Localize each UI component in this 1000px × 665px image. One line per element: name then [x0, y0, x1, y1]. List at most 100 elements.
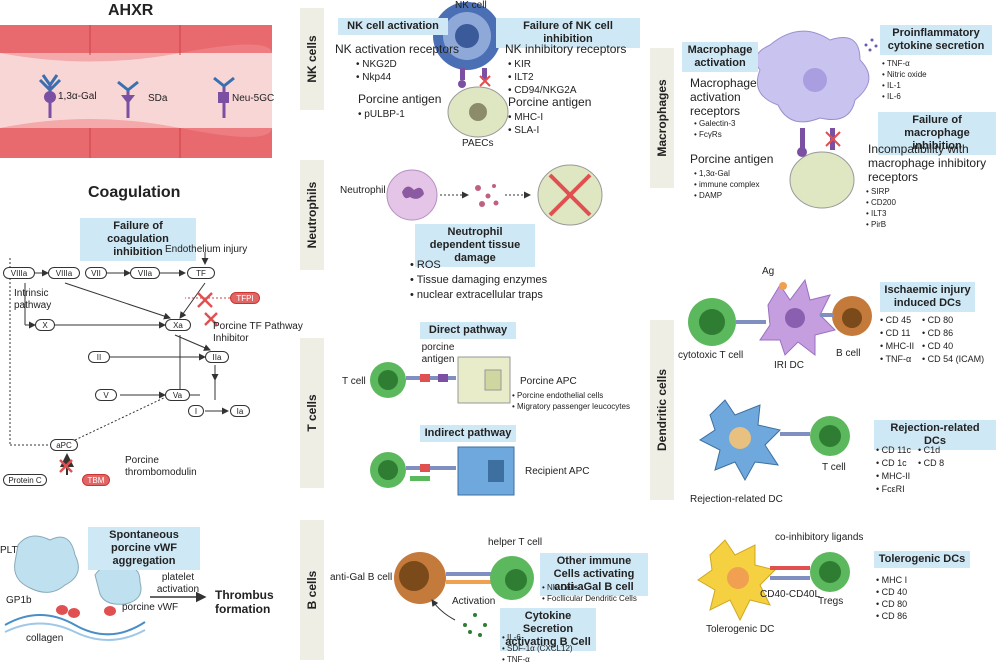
tfpi-label: Porcine TF Pathway Inhibitor: [213, 321, 303, 344]
node-viiia-2: VIIIa: [48, 267, 80, 279]
node-tf: TF: [187, 267, 215, 279]
neutrophil-list: ROSTissue damaging enzymesnuclear extrac…: [410, 258, 547, 303]
neu5gc-antigen-icon: [213, 76, 235, 118]
rejection-t-cell-label: T cell: [822, 462, 846, 473]
nk-activation-box: NK cell activation: [338, 18, 448, 35]
coagulation-arrows: [9, 252, 230, 475]
nk-left-antigen-list: pULBP-1: [358, 108, 405, 121]
ischaemic-list-2: CD 80CD 86CD 40CD 54 (ICAM): [922, 314, 985, 366]
macrophage-inhibitory-list: SIRPCD200ILT3PirB: [866, 186, 896, 230]
ischaemic-list-1: CD 45CD 11MHC-IITNF-α: [880, 314, 915, 366]
b-cell-label: B cell: [836, 348, 861, 359]
inhibition-cross-icons: [59, 292, 218, 473]
porcine-apc-label: Porcine APC: [520, 376, 577, 387]
macrophage-failure-box: Failure of macrophage inhibition: [878, 112, 996, 155]
direct-t-cell-label: T cell: [342, 376, 366, 387]
node-i: I: [188, 405, 204, 417]
section-dendritic-cells: Dendritic cells: [650, 320, 674, 500]
b-cell-icon: [394, 552, 534, 637]
rejection-list-2: C1dCD 8: [918, 444, 945, 470]
thrombus-label: Thrombus formation: [215, 588, 274, 616]
node-v: V: [95, 389, 117, 401]
ag-label: Ag: [762, 266, 775, 277]
node-tbm: TBM: [82, 474, 110, 486]
iri-dc-icon: [688, 278, 872, 357]
incompatibility-label: Incompatibility with macrophage inhibito…: [868, 142, 987, 184]
node-xa: Xa: [165, 319, 191, 331]
section-neutrophils: Neutrophils: [300, 160, 324, 270]
node-tfpi: TFPI: [230, 292, 260, 304]
node-iia: IIa: [205, 351, 229, 363]
ahxr-title: AHXR: [108, 2, 154, 19]
sda-label: SDa: [148, 93, 168, 104]
indirect-pathway-box: Indirect pathway: [420, 425, 516, 442]
nk-failure-box: Failure of NK cell inhibition: [496, 18, 640, 48]
anti-gal-b-cell-label: anti-Gal B cell: [330, 572, 393, 583]
sda-antigen-icon: [117, 80, 139, 118]
intrinsic-pathway-label: Intrinsic pathway: [14, 288, 52, 311]
indirect-pathway-icon: [370, 446, 515, 496]
recipient-apc-label: Recipient APC: [525, 466, 590, 477]
neutrophil-icon: [386, 164, 603, 226]
paecs-cell-icon: [447, 86, 509, 138]
gal-antigen-label: 1,3α-Gal: [58, 91, 97, 102]
collagen-label: collagen: [26, 633, 64, 644]
nk-inhibitory-receptors: NK inhibitory receptors: [505, 42, 627, 56]
cytotoxic-t-label: cytotoxic T cell: [678, 350, 744, 361]
neu5gc-label: Neu-5GC: [232, 93, 275, 104]
nk-porcine-antigen-right: Porcine antigen: [508, 95, 592, 109]
nk-inhibitory-list: KIRILT2CD94/NKG2A: [508, 58, 576, 97]
macrophage-activation-box: Macrophage activation: [682, 42, 758, 72]
nk-activation-receptors: NK activation receptors: [335, 42, 460, 56]
node-viia: VIIa: [130, 267, 160, 279]
neutrophil-label: Neutrophil: [340, 185, 386, 196]
gal-antigen-icon: [38, 74, 62, 118]
node-apc: aPC: [50, 439, 78, 451]
plt-label: PLT: [0, 545, 18, 556]
rejection-list-1: CD 11cCD 1cMHC-IIFcεRI: [876, 444, 911, 496]
section-b-cells: B cells: [300, 520, 324, 660]
macrophage-receptor-list: Galectin-3FcγRs: [694, 118, 735, 140]
nk-porcine-antigen-left: Porcine antigen: [358, 92, 442, 106]
thrombomodulin-label: Porcine thrombomodulin: [125, 455, 197, 478]
macrophage-activation-receptors: Macrophage activation receptors: [690, 76, 757, 118]
tregs-label: Tregs: [818, 596, 844, 607]
activation-label: Activation: [452, 596, 496, 607]
nk-cell-label: NK cell: [455, 0, 487, 11]
node-x: X: [35, 319, 55, 331]
macrophage-porcine-antigen: Porcine antigen: [690, 152, 774, 166]
platelet-icon: [4, 535, 207, 641]
section-macrophages: Macrophages: [650, 48, 674, 188]
gp1b-label: GP1b: [6, 595, 32, 606]
cd40-label: CD40-CD40L: [760, 589, 821, 600]
macrophage-antigen-list: 1,3α-Galimmune complexDAMP: [694, 168, 759, 201]
node-ia: Ia: [230, 405, 250, 417]
direct-pathway-box: Direct pathway: [420, 322, 516, 339]
node-vii: VII: [85, 267, 107, 279]
tolerogenic-dc-label: Tolerogenic DC: [706, 624, 775, 635]
nk-activation-list: NKG2DNkp44: [356, 58, 396, 84]
direct-pathway-icon: [370, 356, 511, 404]
iri-dc-label: IRI DC: [774, 360, 804, 371]
b-cytokine-list: IL-6SDF-1α (CXCL12)TNF-α: [502, 632, 573, 665]
proinflammatory-box: Proinflammatory cytokine secretion: [880, 25, 992, 55]
node-ii: II: [88, 351, 110, 363]
nk-receptor-icons: [458, 68, 491, 88]
section-nk-cells: NK cells: [300, 8, 324, 110]
coinhibitory-label: co-inhibitory ligands: [775, 532, 864, 543]
porcine-antigen-label: porcine antigen: [421, 342, 455, 365]
ischaemic-box: Ischaemic injury induced DCs: [880, 282, 975, 312]
node-va: Va: [165, 389, 190, 401]
rejection-dc-label: Rejection-related DC: [690, 494, 783, 505]
macrophage-icon: [755, 30, 878, 209]
nk-right-antigen-list: MHC-ISLA-I: [508, 111, 543, 137]
porcine-vwf-label: porcine vWF: [122, 602, 179, 613]
tolerogenic-box: Tolerogenic DCs: [874, 551, 970, 568]
node-protein-c: Protein C: [3, 474, 47, 486]
coagulation-failure-box: Failure of coagulation inhibition: [80, 218, 196, 261]
tolerogenic-dc-icon: [697, 539, 850, 622]
section-t-cells: T cells: [300, 338, 324, 488]
nk-cell-icon: [433, 2, 501, 70]
tolerogenic-list: MHC ICD 40CD 80CD 86: [876, 574, 908, 622]
blood-vessel: [0, 25, 272, 158]
